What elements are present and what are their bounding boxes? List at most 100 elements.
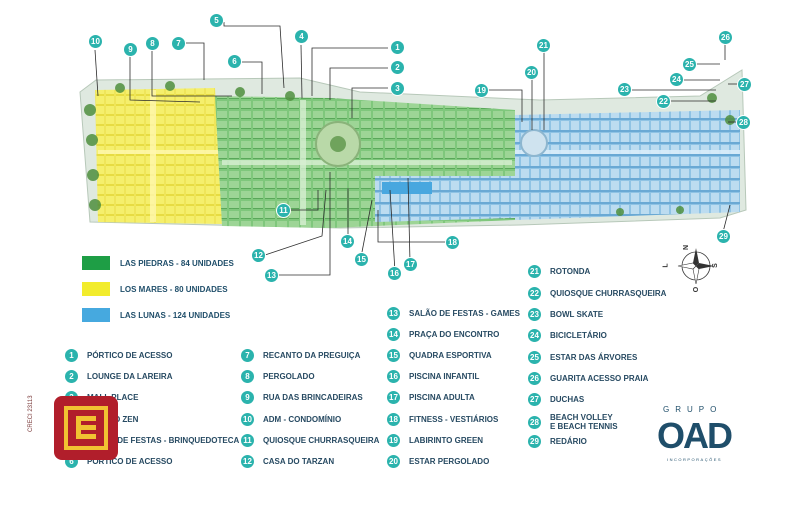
amenity-label: CASA DO TARZAN: [263, 457, 335, 466]
amenity-num: 17: [386, 390, 401, 405]
map-marker-24[interactable]: 24: [669, 72, 684, 87]
leader-lines: [94, 22, 744, 276]
map-marker-14[interactable]: 14: [340, 234, 355, 249]
creci-number: CRECI 23113: [28, 395, 34, 432]
logo-mark-text: OAD: [657, 415, 733, 456]
map-marker-12[interactable]: 12: [251, 248, 266, 263]
rotonda-shape: [520, 129, 548, 157]
amenity-label: BOWL SKATE: [550, 310, 604, 319]
amenity-num: 1: [64, 348, 79, 363]
amenity-label: ESTAR DAS ÁRVORES: [550, 353, 638, 362]
map-marker-29[interactable]: 29: [716, 229, 731, 244]
map-marker-20[interactable]: 20: [524, 65, 539, 80]
amenity-item-9: 9 RUA DAS BRINCADEIRAS: [240, 390, 363, 405]
amenity-label: ROTONDA: [550, 267, 591, 276]
amenity-num: 13: [386, 306, 401, 321]
pool-shape: [382, 182, 432, 194]
map-marker-2[interactable]: 2: [390, 60, 405, 75]
trees: [84, 81, 735, 216]
map-marker-16[interactable]: 16: [387, 266, 402, 281]
map-marker-17[interactable]: 17: [403, 257, 418, 272]
amenity-label: SALÃO DE FESTAS - BRINQUEDOTECA: [87, 436, 240, 445]
amenity-item-18: 18 FITNESS - VESTIÁRIOS: [386, 412, 498, 427]
amenity-num: 10: [240, 412, 255, 427]
amenity-num: 7: [240, 348, 255, 363]
amenity-num: 24: [527, 328, 542, 343]
amenity-label: BEACH VOLLEY E BEACH TENNIS: [550, 413, 618, 431]
amenity-label: ADM - CONDOMÍNIO: [263, 415, 342, 424]
amenity-label: PERGOLADO: [263, 372, 315, 381]
map-marker-10[interactable]: 10: [88, 34, 103, 49]
map-marker-5[interactable]: 5: [209, 13, 224, 28]
zone-los-mares: [95, 88, 222, 224]
map-marker-13[interactable]: 13: [264, 268, 279, 283]
map-marker-19[interactable]: 19: [474, 83, 489, 98]
amenity-label: PISCINA INFANTIL: [409, 372, 480, 381]
map-marker-7[interactable]: 7: [171, 36, 186, 51]
amenity-label: PÓRTICO DE ACESSO: [87, 457, 173, 466]
amenity-num: 26: [527, 371, 542, 386]
map-marker-28[interactable]: 28: [736, 115, 751, 130]
amenity-num: 9: [240, 390, 255, 405]
map-marker-11[interactable]: 11: [276, 203, 291, 218]
legend-swatch-los-mares: [82, 282, 110, 296]
compass-l: L: [662, 263, 670, 268]
map-marker-9[interactable]: 9: [123, 42, 138, 57]
map-marker-27[interactable]: 27: [737, 77, 752, 92]
map-marker-1[interactable]: 1: [390, 40, 405, 55]
amenity-num: 19: [386, 433, 401, 448]
amenity-num: 15: [386, 348, 401, 363]
amenity-item-10: 10 ADM - CONDOMÍNIO: [240, 412, 341, 427]
map-marker-26[interactable]: 26: [718, 30, 733, 45]
amenity-num: 11: [240, 433, 255, 448]
amenity-label: LOUNGE DA LAREIRA: [87, 372, 173, 381]
legend-label-las-lunas: LAS LUNAS - 124 UNIDADES: [120, 311, 231, 320]
amenity-num: 12: [240, 454, 255, 469]
amenity-label: QUADRA ESPORTIVA: [409, 351, 492, 360]
amenity-label: REDÁRIO: [550, 437, 587, 446]
map-marker-18[interactable]: 18: [445, 235, 460, 250]
amenity-item-15: 15 QUADRA ESPORTIVA: [386, 348, 492, 363]
logo-top-text: GRUPO: [663, 405, 723, 414]
grupo-oad-logo: GRUPO OAD INCORPORAÇÕES: [653, 405, 753, 465]
amenity-num: 29: [527, 434, 542, 449]
amenity-label: FITNESS - VESTIÁRIOS: [409, 415, 499, 424]
brand-logo-tile: [54, 396, 118, 460]
map-marker-15[interactable]: 15: [354, 252, 369, 267]
map-marker-22[interactable]: 22: [656, 94, 671, 109]
amenity-num: 25: [527, 350, 542, 365]
amenity-num: 27: [527, 392, 542, 407]
amenity-label: BICICLETÁRIO: [550, 331, 607, 340]
map-marker-4[interactable]: 4: [294, 29, 309, 44]
amenity-label: QUIOSQUE CHURRASQUEIRA: [550, 289, 667, 298]
amenity-num: 21: [527, 264, 542, 279]
map-marker-25[interactable]: 25: [682, 57, 697, 72]
amenity-label: PRAÇA DO ENCONTRO: [409, 330, 500, 339]
compass-rose: [677, 248, 714, 285]
legend-swatch-las-lunas: [82, 308, 110, 322]
compass-n: N: [683, 244, 691, 251]
legend-label-las-piedras: LAS PIEDRAS - 84 UNIDADES: [120, 259, 234, 268]
amenity-label: RUA DAS BRINCADEIRAS: [263, 393, 363, 402]
map-marker-23[interactable]: 23: [617, 82, 632, 97]
map-marker-8[interactable]: 8: [145, 36, 160, 51]
amenity-num: 18: [386, 412, 401, 427]
map-marker-21[interactable]: 21: [536, 38, 551, 53]
map-marker-6[interactable]: 6: [227, 54, 242, 69]
amenity-label: ESTAR PERGOLADO: [409, 457, 490, 466]
map-marker-3[interactable]: 3: [390, 81, 405, 96]
